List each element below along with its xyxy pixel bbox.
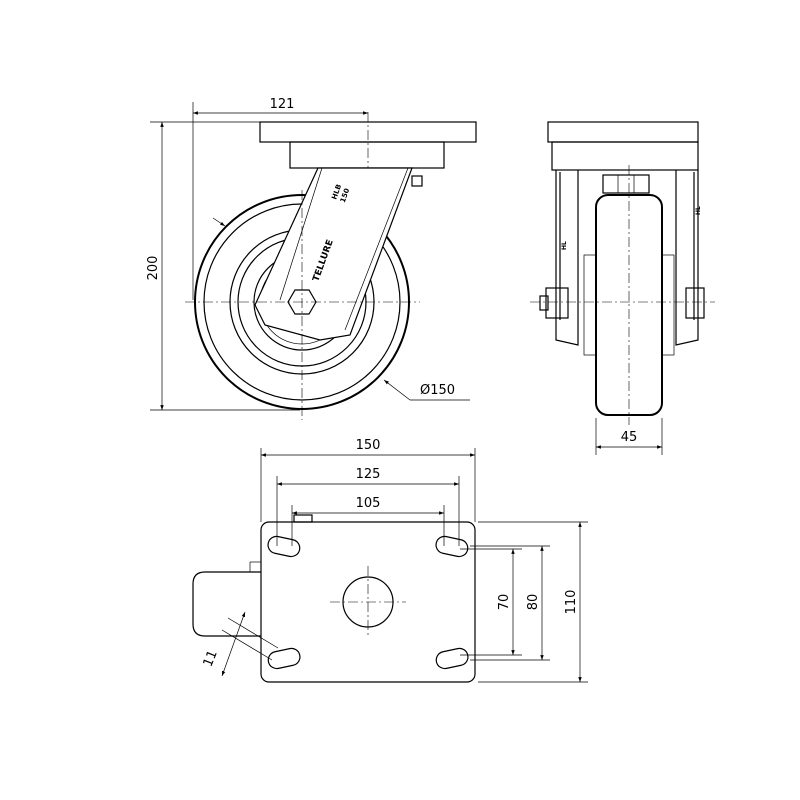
mount-slot-bottom-left (267, 647, 301, 670)
dim-wheel-width: 45 (595, 418, 663, 455)
kingpin-housing (289, 141, 445, 169)
mount-slot-bottom-right (435, 647, 469, 670)
dim-diameter-label: Ø150 (420, 383, 455, 398)
dim-plate-width-label: 110 (564, 590, 579, 615)
dim-slot-width-label: 11 (201, 648, 221, 669)
svg-text:HL: HL (695, 206, 702, 215)
dim-short-outer-label: 80 (526, 594, 541, 611)
dim-hole-spacing-inner: 105 (291, 496, 445, 546)
dim-height-label: 200 (146, 256, 161, 281)
brake-tab (411, 175, 423, 187)
dim-short-inner: 70 (460, 548, 522, 656)
front-view: HL HL 45 (530, 121, 715, 455)
dim-diameter: Ø150 (212, 217, 470, 401)
dim-offset: 121 (192, 97, 368, 300)
front-housing (551, 141, 699, 171)
dim-wheel-width-label: 45 (621, 430, 638, 445)
dim-hole-spacing-inner-label: 105 (356, 496, 381, 511)
dim-plate-length: 150 (260, 438, 476, 522)
top-view: 150 125 105 70 80 (192, 438, 588, 683)
axle-bolt-right (685, 287, 705, 319)
front-top-plate (547, 121, 699, 143)
dim-slot-width: 11 (201, 611, 279, 677)
front-nut (602, 174, 650, 194)
axle-bolt-left (545, 287, 569, 319)
dim-hole-spacing-outer-label: 125 (356, 467, 381, 482)
dim-plate-length-label: 150 (356, 438, 381, 453)
mount-plate (260, 521, 476, 683)
dim-short-outer: 80 (470, 545, 550, 661)
mount-slot-top-right (435, 535, 469, 558)
wheel-projection (192, 571, 261, 637)
mount-slot-top-left (267, 535, 301, 558)
dim-short-inner-label: 70 (497, 594, 512, 611)
side-view: HLB 150 TELLURE 121 200 Ø150 (146, 97, 477, 420)
dim-hole-spacing-outer: 125 (276, 467, 460, 546)
plate-tab (293, 514, 313, 523)
svg-text:HL: HL (561, 241, 568, 250)
dim-plate-width: 110 (478, 521, 588, 683)
dim-height: 200 (146, 121, 300, 411)
dim-offset-label: 121 (270, 97, 295, 112)
